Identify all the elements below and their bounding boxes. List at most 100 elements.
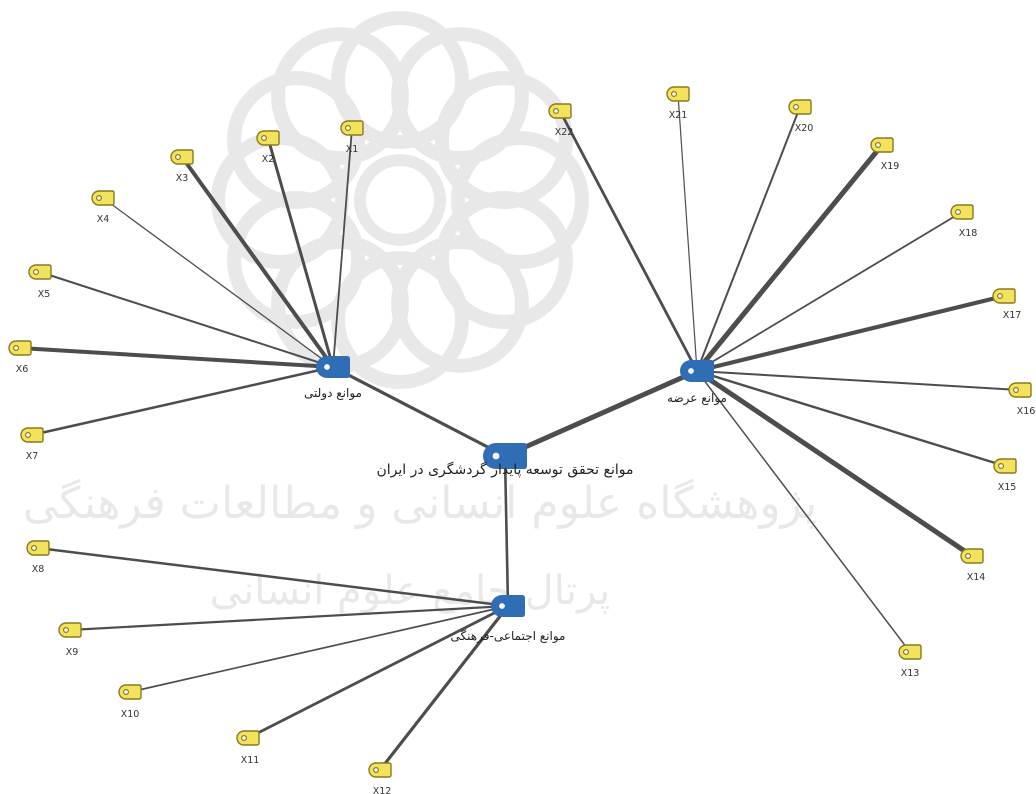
watermark-petal [451, 131, 589, 269]
node-eye-icon [492, 452, 500, 460]
indicator-node-x10[interactable] [118, 684, 142, 700]
root-node[interactable] [483, 443, 527, 469]
indicator-label-x22: X22 [555, 127, 574, 138]
indicator-label-x1: X1 [346, 144, 359, 155]
edge-x22 [558, 109, 699, 373]
edge-gov-root [331, 365, 507, 458]
watermark-emblem [211, 11, 589, 389]
watermark-petal [271, 27, 409, 166]
indicator-node-x20[interactable] [788, 99, 812, 115]
indicator-label-x2: X2 [262, 154, 275, 165]
edge-x12 [378, 604, 510, 772]
node-eye-icon [31, 544, 38, 551]
node-eye-icon [261, 135, 268, 142]
indicator-node-x3[interactable] [170, 149, 194, 165]
indicator-node-x6[interactable] [8, 340, 32, 356]
node-eye-icon [324, 364, 330, 370]
indicator-label-x19: X19 [881, 161, 900, 172]
indicator-node-x7[interactable] [20, 427, 44, 443]
node-eye-icon [122, 688, 129, 695]
indicator-node-x1[interactable] [340, 120, 364, 136]
indicator-node-x11[interactable] [236, 730, 260, 746]
node-eye-icon [13, 345, 20, 352]
nodes-layer: موانع تحقق توسعه پایدار گردشگری در ایران… [8, 86, 1036, 794]
indicator-label-x5: X5 [38, 289, 51, 300]
edge-supply-root [502, 368, 700, 459]
edge-social-root [503, 454, 510, 608]
node-eye-icon [874, 142, 881, 149]
node-eye-icon [175, 154, 182, 161]
indicator-node-x15[interactable] [993, 458, 1017, 474]
edge-x1 [332, 127, 353, 368]
watermark-petal [331, 251, 469, 389]
edge-x4 [102, 197, 334, 368]
indicator-node-x4[interactable] [91, 190, 115, 206]
indicator-label-x17: X17 [1003, 310, 1022, 321]
watermark-petal [434, 191, 573, 329]
indicator-label-x16: X16 [1017, 406, 1036, 417]
indicator-label-x15: X15 [998, 482, 1017, 493]
node-eye-icon [997, 463, 1004, 470]
indicator-label-x18: X18 [959, 228, 978, 239]
indicator-label-x13: X13 [901, 668, 920, 679]
node-eye-icon [95, 195, 102, 202]
node-eye-icon [902, 648, 909, 655]
edge-x18 [696, 211, 963, 372]
edge-x17 [694, 293, 1007, 374]
indicator-node-x18[interactable] [950, 204, 974, 220]
node-eye-icon [670, 90, 677, 97]
indicator-node-x21[interactable] [666, 86, 690, 102]
watermark-petal [391, 234, 529, 373]
edge-x8 [36, 546, 510, 608]
node-eye-icon [241, 734, 248, 741]
edge-x2 [266, 136, 335, 369]
node-eye-icon [792, 103, 799, 110]
watermark-petal [391, 27, 529, 166]
edge-x3 [180, 155, 335, 369]
edge-x16 [696, 370, 1021, 391]
node-eye-icon [32, 269, 39, 276]
indicator-node-x5[interactable] [28, 264, 52, 280]
category-node-gov[interactable] [316, 356, 350, 378]
watermark-line-2: پرتال جامع علوم انسانی [210, 568, 611, 614]
indicator-label-x12: X12 [373, 786, 392, 794]
indicator-node-x12[interactable] [368, 762, 392, 778]
edges-layer [18, 93, 1021, 772]
indicator-label-x4: X4 [97, 214, 110, 225]
indicator-node-x9[interactable] [58, 622, 82, 638]
indicator-node-x8[interactable] [26, 540, 50, 556]
indicator-node-x16[interactable] [1008, 382, 1032, 398]
node-eye-icon [954, 209, 961, 216]
indicator-node-x19[interactable] [870, 137, 894, 153]
category-node-supply[interactable] [680, 360, 714, 382]
category-node-social[interactable] [491, 595, 525, 617]
category-label-social: موانع اجتماعی-فرهنگی [451, 629, 566, 644]
node-eye-icon [688, 368, 694, 374]
indicator-label-x8: X8 [32, 564, 45, 575]
watermark-petal [227, 71, 366, 209]
edge-x7 [30, 365, 335, 437]
indicator-label-x14: X14 [967, 572, 986, 583]
edge-x19 [694, 142, 885, 374]
indicator-node-x2[interactable] [256, 130, 280, 146]
indicator-node-x22[interactable] [548, 103, 572, 119]
edge-x11 [246, 604, 510, 740]
watermark-petal [211, 131, 349, 269]
edge-x14 [694, 368, 975, 559]
node-eye-icon [345, 124, 352, 131]
edge-x5 [39, 271, 334, 368]
indicator-label-x3: X3 [176, 173, 189, 184]
root-label: موانع تحقق توسعه پایدار گردشگری در ایران [377, 461, 634, 478]
indicator-label-x6: X6 [16, 364, 29, 375]
edge-x21 [677, 93, 698, 372]
watermark-line-1: پژوهشگاه علوم انسانی و مطالعات فرهنگی [23, 478, 817, 529]
indicator-node-x13[interactable] [898, 644, 922, 660]
indicator-node-x14[interactable] [960, 548, 984, 564]
edge-x15 [695, 369, 1007, 468]
indicator-label-x11: X11 [241, 755, 260, 766]
watermark-petal [227, 191, 366, 329]
node-eye-icon [552, 107, 559, 114]
indicator-node-x17[interactable] [992, 288, 1016, 304]
node-eye-icon [62, 626, 69, 633]
